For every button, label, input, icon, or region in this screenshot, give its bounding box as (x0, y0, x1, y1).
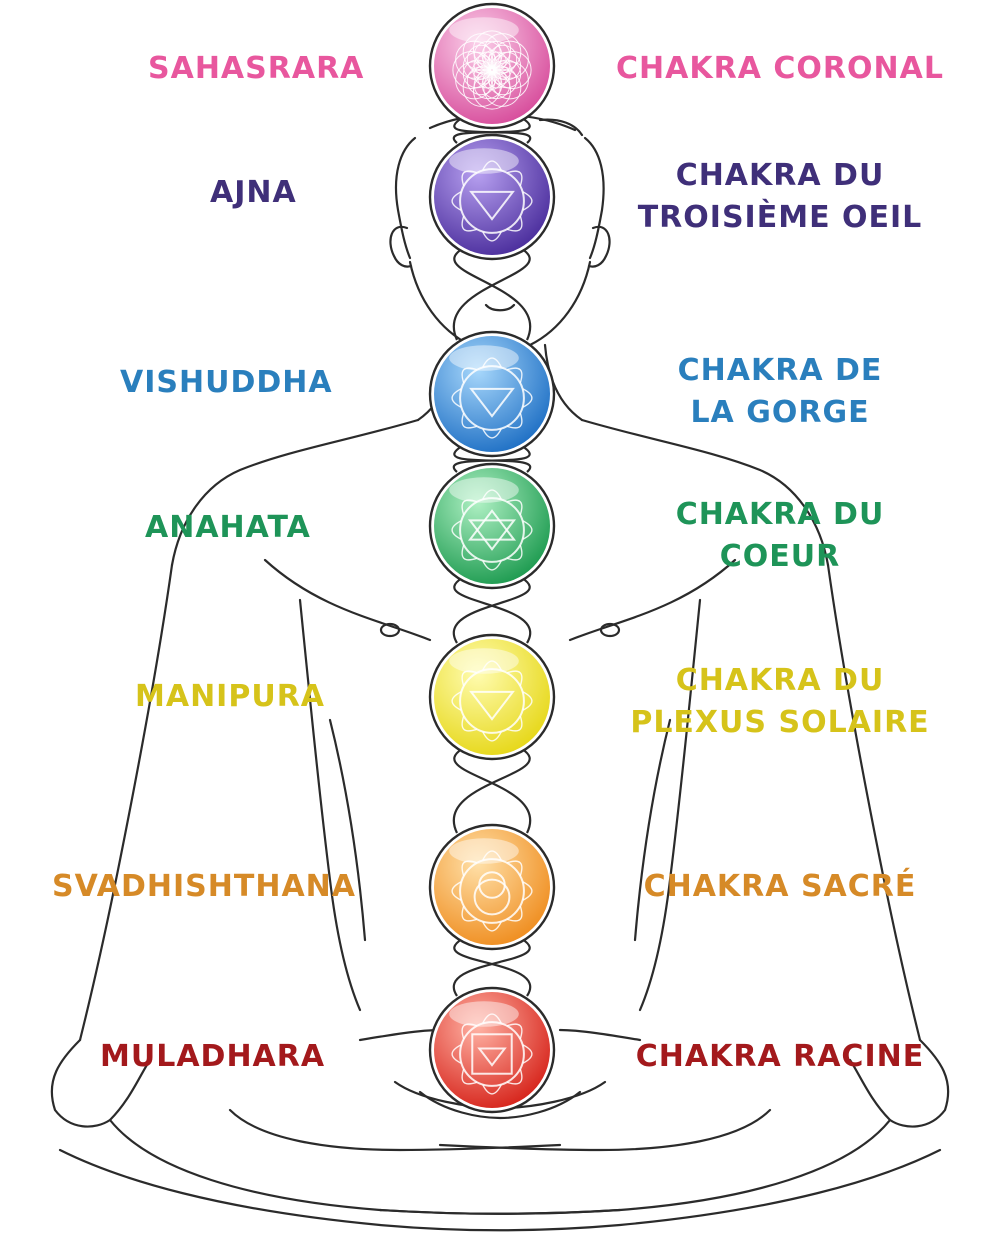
french-label-line2: COEUR (719, 539, 841, 574)
sanskrit-label: MANIPURA (135, 679, 326, 714)
french-label-line1: CHAKRA SACRÉ (643, 869, 917, 904)
chakra-orb-sahasrara (428, 2, 556, 130)
chakra-orb-manipura (428, 633, 556, 761)
french-label-line1: CHAKRA CORONAL (616, 51, 944, 86)
lotus-flower-icon (452, 30, 532, 110)
french-label-line1: CHAKRA DE (677, 353, 883, 388)
sanskrit-label: VISHUDDHA (120, 365, 333, 400)
square-triangle-icon (451, 1013, 533, 1095)
french-label: CHAKRA DU PLEXUS SOLAIRE (590, 660, 970, 744)
french-label: CHAKRA RACINE (590, 1036, 970, 1078)
sanskrit-label: SVADHISHTHANA (52, 869, 357, 904)
french-label: CHAKRA DU COEUR (590, 494, 970, 578)
sixteen-petal-triangle-icon (451, 357, 533, 439)
sanskrit-label: SAHASRARA (148, 51, 365, 86)
sanskrit-label: AJNA (210, 175, 297, 210)
chakra-orb-svadhishthana (428, 823, 556, 951)
french-label: CHAKRA DU TROISIÈME OEIL (590, 155, 970, 239)
sanskrit-label: MULADHARA (100, 1039, 326, 1074)
french-label-line2: TROISIÈME OEIL (637, 200, 923, 235)
french-label-line1: CHAKRA DU (675, 158, 885, 193)
chakra-orb-vishuddha (428, 330, 556, 458)
chakra-orb-ajna (428, 133, 556, 261)
french-label-line1: CHAKRA DU (675, 663, 885, 698)
two-petal-triangle-icon (451, 160, 533, 242)
chakra-orb-anahata (428, 462, 556, 590)
ten-petal-triangle-icon (451, 660, 533, 742)
french-label-line1: CHAKRA DU (675, 497, 885, 532)
chakra-orb-muladhara (428, 986, 556, 1114)
french-label: CHAKRA SACRÉ (590, 866, 970, 908)
french-label-line2: LA GORGE (690, 395, 870, 430)
sanskrit-label: ANAHATA (145, 510, 311, 545)
crescent-moon-icon (451, 850, 533, 932)
french-label: CHAKRA DE LA GORGE (590, 350, 970, 434)
french-label: CHAKRA CORONAL (590, 48, 970, 90)
hexagram-icon (451, 489, 533, 571)
french-label-line1: CHAKRA RACINE (635, 1039, 925, 1074)
french-label-line2: PLEXUS SOLAIRE (630, 705, 930, 740)
